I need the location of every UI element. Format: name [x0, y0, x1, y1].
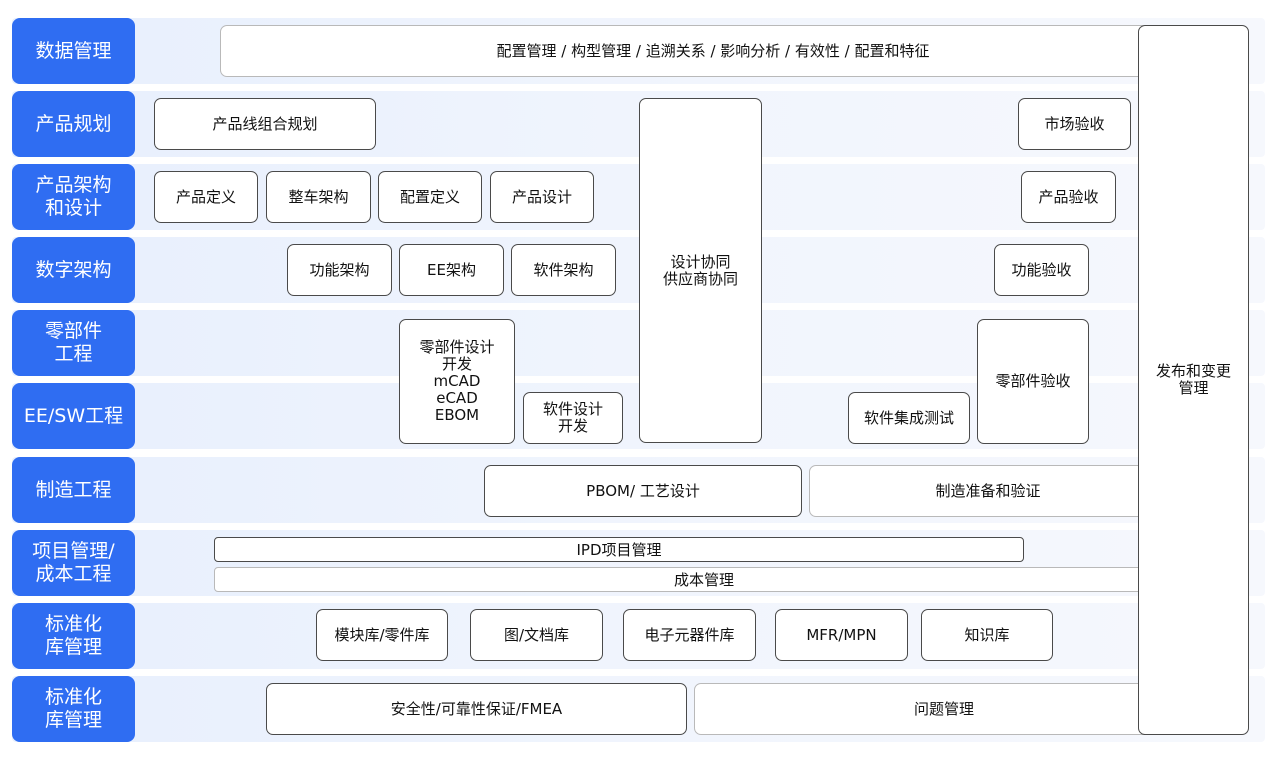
- row-label-arch-design: 产品架构 和设计: [12, 164, 135, 230]
- vehicle-architecture-box: 整车架构: [266, 171, 371, 223]
- release-change-mgmt-box: 发布和变更 管理: [1138, 25, 1249, 735]
- row-label-eesw: EE/SW工程: [12, 383, 135, 449]
- row-label-mfg: 制造工程: [12, 457, 135, 523]
- pbom-process-design-box: PBOM/ 工艺设计: [484, 465, 802, 517]
- drawing-doc-library-box: 图/文档库: [470, 609, 603, 661]
- row-label-planning: 产品规划: [12, 91, 135, 157]
- ee-architecture-box: EE架构: [399, 244, 504, 296]
- row-label-std2: 标准化 库管理: [12, 676, 135, 742]
- cost-mgmt-bar: 成本管理: [214, 567, 1194, 592]
- product-definition-box: 产品定义: [154, 171, 258, 223]
- software-integration-test-box: 软件集成测试: [848, 392, 970, 444]
- safety-reliability-fmea-box: 安全性/可靠性保证/FMEA: [266, 683, 687, 735]
- software-architecture-box: 软件架构: [511, 244, 616, 296]
- function-architecture-box: 功能架构: [287, 244, 392, 296]
- market-acceptance-box: 市场验收: [1018, 98, 1131, 150]
- row-label-digital: 数字架构: [12, 237, 135, 303]
- product-line-planning-box: 产品线组合规划: [154, 98, 376, 150]
- mfr-mpn-box: MFR/MPN: [775, 609, 908, 661]
- ipd-project-mgmt-bar: IPD项目管理: [214, 537, 1024, 562]
- issue-mgmt-box: 问题管理: [694, 683, 1194, 735]
- data-mgmt-box: 配置管理 / 构型管理 / 追溯关系 / 影响分析 / 有效性 / 配置和特征: [220, 25, 1206, 77]
- function-acceptance-box: 功能验收: [994, 244, 1089, 296]
- parts-design-box: 零部件设计 开发 mCAD eCAD EBOM: [399, 319, 515, 444]
- row-label-data-mgmt: 数据管理: [12, 18, 135, 84]
- mfg-prep-validation-box: 制造准备和验证: [809, 465, 1167, 517]
- software-design-dev-box: 软件设计 开发: [523, 392, 623, 444]
- design-collaboration-box: 设计协同 供应商协同: [639, 98, 762, 443]
- config-definition-box: 配置定义: [378, 171, 482, 223]
- row-label-pm: 项目管理/ 成本工程: [12, 530, 135, 596]
- row-label-std: 标准化 库管理: [12, 603, 135, 669]
- module-parts-library-box: 模块库/零件库: [316, 609, 448, 661]
- product-design-box: 产品设计: [490, 171, 594, 223]
- knowledge-base-box: 知识库: [921, 609, 1053, 661]
- product-acceptance-box: 产品验收: [1021, 171, 1116, 223]
- electronic-component-library-box: 电子元器件库: [623, 609, 756, 661]
- row-label-parts: 零部件 工程: [12, 310, 135, 376]
- parts-acceptance-box: 零部件验收: [977, 319, 1089, 444]
